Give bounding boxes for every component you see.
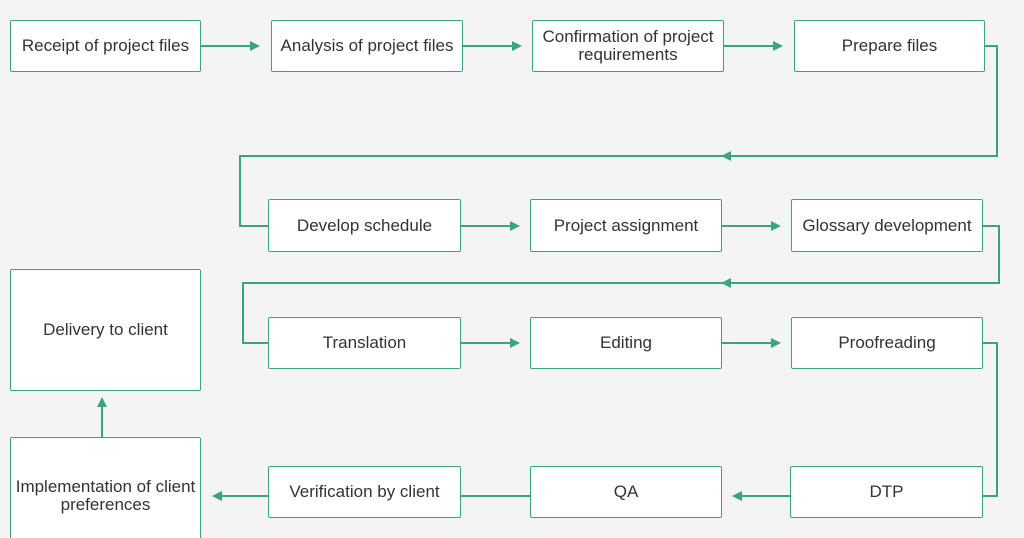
- step-label: Prepare files: [841, 36, 938, 55]
- arrow-receipt-to-analysis: [201, 41, 260, 51]
- step-delivery-to-client: Delivery to client: [10, 269, 201, 391]
- step-label: Verification by client: [289, 482, 440, 501]
- connector-proofreading-to-dtp: [983, 342, 998, 497]
- step-verification-by-client: Verification by client: [268, 466, 461, 518]
- step-translation: Translation: [268, 317, 461, 369]
- step-receipt-of-project-files: Receipt of project files: [10, 20, 201, 72]
- step-label: DTP: [869, 482, 904, 501]
- arrow-schedule-to-assignment: [461, 221, 520, 231]
- step-analysis-of-project-files: Analysis of project files: [271, 20, 463, 72]
- arrow-verification-to-implementation: [212, 491, 268, 501]
- step-qa: QA: [530, 466, 722, 518]
- step-label: Implementation of client preferences: [15, 477, 196, 514]
- step-label: Develop schedule: [296, 215, 433, 235]
- step-label: Project assignment: [553, 215, 699, 235]
- step-dtp: DTP: [790, 466, 983, 518]
- step-label: QA: [613, 482, 639, 501]
- arrow-editing-to-proofreading: [722, 338, 781, 348]
- arrow-assignment-to-glossary: [722, 221, 781, 231]
- step-develop-schedule: Develop schedule: [268, 199, 461, 252]
- step-label: Editing: [600, 333, 652, 352]
- step-proofreading: Proofreading: [791, 317, 983, 369]
- step-label: Glossary development: [802, 215, 972, 235]
- connector-prepare-to-schedule: [239, 45, 998, 227]
- step-glossary-development: Glossary development: [791, 199, 983, 252]
- step-label: Confirmation of project requirements: [542, 27, 714, 64]
- step-implementation-of-client-preferences: Implementation of client preferences: [10, 437, 201, 538]
- arrow-translation-to-editing: [461, 338, 520, 348]
- arrow-implementation-to-delivery: [97, 397, 107, 437]
- arrow-confirmation-to-prepare: [724, 41, 783, 51]
- step-label: Proofreading: [838, 333, 936, 352]
- step-editing: Editing: [530, 317, 722, 369]
- step-label: Translation: [322, 333, 407, 352]
- step-label: Receipt of project files: [21, 36, 190, 55]
- step-prepare-files: Prepare files: [794, 20, 985, 72]
- connector-glossary-to-translation: [242, 225, 1000, 344]
- arrow-dtp-to-qa: [732, 491, 790, 501]
- step-label: Analysis of project files: [280, 36, 454, 55]
- step-confirmation-of-project-requirements: Confirmation of project requirements: [532, 20, 724, 72]
- arrow-analysis-to-confirmation: [463, 41, 522, 51]
- step-label: Delivery to client: [43, 320, 168, 339]
- step-project-assignment: Project assignment: [530, 199, 722, 252]
